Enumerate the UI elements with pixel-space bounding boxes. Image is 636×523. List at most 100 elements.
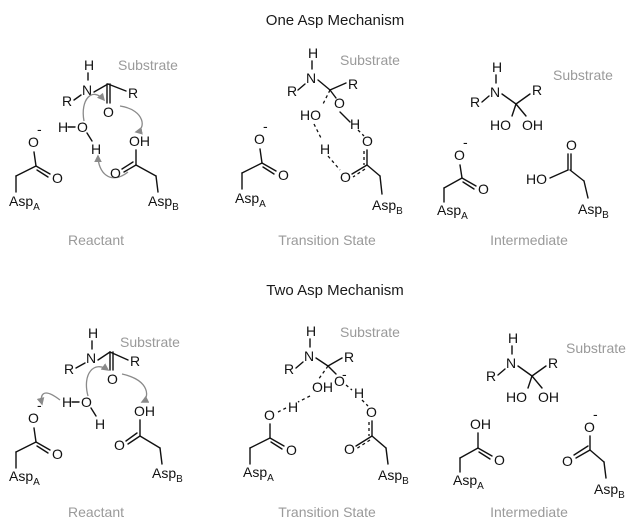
- atom-o: O: [77, 119, 88, 135]
- atom-o: O: [566, 137, 577, 153]
- atom-o: O: [340, 169, 351, 185]
- asp-a-label: AspA: [9, 468, 40, 488]
- atom-r: R: [470, 94, 480, 110]
- atom-o: O: [254, 131, 265, 147]
- heading-two-asp: Two Asp Mechanism: [266, 282, 404, 299]
- asp-b-label: AspB: [372, 197, 403, 217]
- atom-h: H: [58, 119, 68, 135]
- charge-minus: -: [37, 397, 42, 413]
- atom-r: R: [130, 353, 140, 369]
- atom-h: H: [508, 330, 518, 346]
- atom-o: O: [52, 170, 63, 186]
- two-asp-reactant: Substrate H N R R O H O H - O O AspA OH: [9, 325, 183, 520]
- substrate-label: Substrate: [553, 67, 613, 83]
- charge-minus: -: [342, 366, 347, 382]
- atom-o: O: [278, 167, 289, 183]
- atom-h: H: [288, 399, 298, 415]
- atom-r: R: [287, 83, 297, 99]
- charge-minus: -: [37, 121, 42, 137]
- atom-ho: HO: [490, 117, 511, 133]
- atom-h: H: [84, 57, 94, 73]
- atom-o: O: [114, 437, 125, 453]
- atom-o: O: [110, 165, 121, 181]
- atom-o: O: [28, 134, 39, 150]
- atom-oh: OH: [134, 403, 155, 419]
- asp-a-label: AspA: [453, 472, 484, 492]
- caption-intermediate: Intermediate: [490, 504, 568, 520]
- two-asp-transition-state: Substrate H N R R OH O - H H O O AspA O: [243, 323, 409, 520]
- atom-n: N: [86, 350, 96, 366]
- charge-minus: -: [463, 134, 468, 150]
- asp-a-label: AspA: [243, 464, 274, 484]
- atom-r: R: [486, 368, 496, 384]
- atom-r: R: [348, 76, 358, 92]
- atom-r: R: [344, 349, 354, 365]
- asp-b-label: AspB: [152, 465, 183, 485]
- atom-o: O: [362, 133, 373, 149]
- heading-one-asp: One Asp Mechanism: [266, 12, 404, 29]
- atom-h: H: [308, 45, 318, 61]
- atom-oh: OH: [470, 416, 491, 432]
- charge-minus: -: [263, 118, 268, 134]
- atom-o: O: [52, 446, 63, 462]
- atom-r: R: [532, 82, 542, 98]
- atom-o: O: [103, 104, 114, 120]
- atom-o: O: [584, 419, 595, 435]
- atom-h: H: [306, 323, 316, 339]
- caption-transition-state: Transition State: [278, 232, 376, 248]
- asp-b-label: AspB: [578, 201, 609, 221]
- atom-ho: HO: [506, 389, 527, 405]
- atom-o: O: [286, 442, 297, 458]
- asp-b-label: AspB: [378, 467, 409, 487]
- atom-r: R: [128, 85, 138, 101]
- atom-o: O: [344, 441, 355, 457]
- substrate-label: Substrate: [566, 340, 626, 356]
- atom-n: N: [506, 355, 516, 371]
- one-asp-intermediate: Substrate H N R R HO OH - O O AspA O HO …: [437, 59, 613, 248]
- caption-reactant: Reactant: [68, 232, 124, 248]
- atom-oh: OH: [522, 117, 543, 133]
- caption-transition-state: Transition State: [278, 504, 376, 520]
- atom-h: H: [492, 59, 502, 75]
- atom-ho: HO: [300, 107, 321, 123]
- atom-o: O: [454, 147, 465, 163]
- one-asp-reactant: Substrate H N R R O H O H - O O AspA OH: [9, 57, 179, 248]
- atom-o: O: [334, 95, 345, 111]
- atom-o: O: [334, 373, 345, 389]
- caption-reactant: Reactant: [68, 504, 124, 520]
- atom-o: O: [478, 181, 489, 197]
- atom-ho: HO: [526, 171, 547, 187]
- atom-r: R: [62, 93, 72, 109]
- atom-oh: OH: [312, 379, 333, 395]
- atom-r: R: [284, 361, 294, 377]
- atom-oh: OH: [538, 389, 559, 405]
- atom-o: O: [107, 371, 118, 387]
- one-asp-transition-state: Substrate H N R R O HO H H - O O AspA O: [235, 45, 403, 248]
- atom-o: O: [28, 410, 39, 426]
- substrate-label: Substrate: [340, 324, 400, 340]
- asp-a-label: AspA: [437, 202, 468, 222]
- atom-n: N: [304, 348, 314, 364]
- atom-h: H: [95, 416, 105, 432]
- asp-a-label: AspA: [9, 193, 40, 213]
- charge-minus: -: [593, 406, 598, 422]
- asp-b-label: AspB: [594, 481, 625, 501]
- atom-n: N: [490, 84, 500, 100]
- atom-h: H: [91, 141, 101, 157]
- atom-r: R: [64, 361, 74, 377]
- atom-o: O: [264, 407, 275, 423]
- atom-o: O: [81, 394, 92, 410]
- atom-o: O: [494, 452, 505, 468]
- caption-intermediate: Intermediate: [490, 232, 568, 248]
- atom-o: O: [366, 404, 377, 420]
- two-asp-intermediate: Substrate H N R R HO OH OH O AspA - O O …: [453, 330, 626, 520]
- atom-h: H: [354, 385, 364, 401]
- atom-h: H: [88, 325, 98, 341]
- atom-n: N: [306, 70, 316, 86]
- atom-r: R: [548, 355, 558, 371]
- atom-h: H: [320, 141, 330, 157]
- atom-h: H: [350, 116, 360, 132]
- asp-a-label: AspA: [235, 190, 266, 210]
- asp-b-label: AspB: [148, 193, 179, 213]
